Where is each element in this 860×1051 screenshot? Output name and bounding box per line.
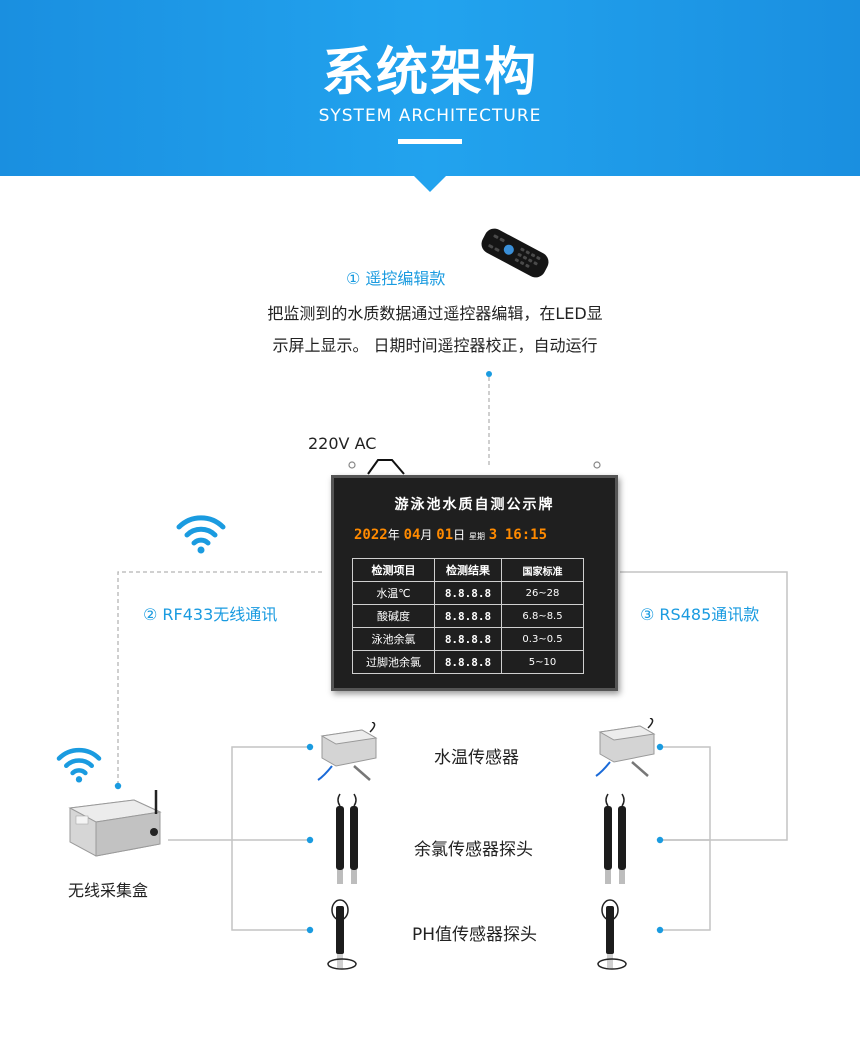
board-row: 酸碱度 8.8.8.8 6.8~8.5 xyxy=(352,604,584,628)
wifi-icon xyxy=(56,747,102,783)
board-row-item: 泳池余氯 xyxy=(352,627,435,651)
page-subtitle: SYSTEM ARCHITECTURE xyxy=(318,106,542,126)
title-underline xyxy=(398,139,462,144)
rf433-label: ② RF433无线通讯 xyxy=(143,605,278,624)
ph-probe-icon xyxy=(597,899,627,970)
collector-label: 无线采集盒 xyxy=(68,881,149,900)
temp-sensor-label: 水温传感器 xyxy=(434,748,519,768)
board-row-item: 水温℃ xyxy=(352,581,435,605)
remote-description: 把监测到的水质数据通过遥控器编辑，在LED显 示屏上显示。 日期时间遥控器校正，… xyxy=(225,298,645,362)
board-time: 16:15 xyxy=(504,527,548,543)
board-row-item: 酸碱度 xyxy=(352,604,435,628)
board-row: 过脚池余氯 8.8.8.8 5~10 xyxy=(352,650,584,674)
chlorine-probe-icon xyxy=(604,793,626,884)
wifi-icon xyxy=(176,515,226,554)
board-week-value: 3 xyxy=(488,527,498,543)
board-day: 01 xyxy=(436,527,454,543)
power-label: 220V AC xyxy=(308,434,377,453)
board-year: 2022 xyxy=(354,527,388,543)
header-banner: 系统架构 SYSTEM ARCHITECTURE xyxy=(0,0,860,195)
ph-probe-icon xyxy=(327,899,357,970)
board-row-standard: 26~28 xyxy=(501,581,584,605)
collector-box-icon xyxy=(68,790,162,857)
board-header-item: 检测项目 xyxy=(352,558,435,582)
board-row-standard: 5~10 xyxy=(501,650,584,674)
board-row-result: 8.8.8.8 xyxy=(434,581,502,605)
remote-description-line-2: 示屏上显示。 日期时间遥控器校正，自动运行 xyxy=(272,336,598,355)
board-table: 检测项目 检测结果 国家标准 水温℃ 8.8.8.8 26~28 酸碱度 8.8… xyxy=(352,558,584,674)
ph-sensor-label: PH值传感器探头 xyxy=(412,925,538,945)
board-row: 泳池余氯 8.8.8.8 0.3~0.5 xyxy=(352,627,584,651)
board-month-unit: 月 xyxy=(420,528,433,542)
board-row-result: 8.8.8.8 xyxy=(434,604,502,628)
remote-control-icon xyxy=(481,228,549,278)
board-week-label: 星期 xyxy=(468,532,485,541)
board-row-standard: 6.8~8.5 xyxy=(501,604,584,628)
rs485-label: ③ RS485通讯款 xyxy=(640,605,760,624)
board-year-unit: 年 xyxy=(387,528,400,542)
header-background xyxy=(0,0,860,192)
page-title: 系统架构 xyxy=(321,43,538,103)
temp-sensor-icon xyxy=(595,718,656,777)
board-row-result: 8.8.8.8 xyxy=(434,650,502,674)
chlorine-probe-icon xyxy=(336,793,358,884)
board-title: 游泳池水质自测公示牌 xyxy=(394,497,555,513)
board-day-unit: 日 xyxy=(453,528,466,542)
board-header-result: 检测结果 xyxy=(434,558,502,582)
board-row-item: 过脚池余氯 xyxy=(352,650,435,674)
board-month: 04 xyxy=(403,527,421,543)
board-row-standard: 0.3~0.5 xyxy=(501,627,584,651)
board-row-result: 8.8.8.8 xyxy=(434,627,502,651)
board-datetime: 2022年 04月 01日 星期 3 16:15 xyxy=(354,526,547,543)
board-row: 水温℃ 8.8.8.8 26~28 xyxy=(352,581,584,605)
led-display-board: 游泳池水质自测公示牌 2022年 04月 01日 星期 3 16:15 检测项目… xyxy=(331,475,618,691)
remote-edit-label: ① 遥控编辑款 xyxy=(346,269,446,288)
temp-sensor-icon xyxy=(317,722,378,781)
board-table-header: 检测项目 检测结果 国家标准 xyxy=(352,558,584,582)
chlorine-sensor-label: 余氯传感器探头 xyxy=(414,840,533,860)
remote-description-line-1: 把监测到的水质数据通过遥控器编辑，在LED显 xyxy=(267,304,603,323)
board-header-standard: 国家标准 xyxy=(501,558,584,582)
